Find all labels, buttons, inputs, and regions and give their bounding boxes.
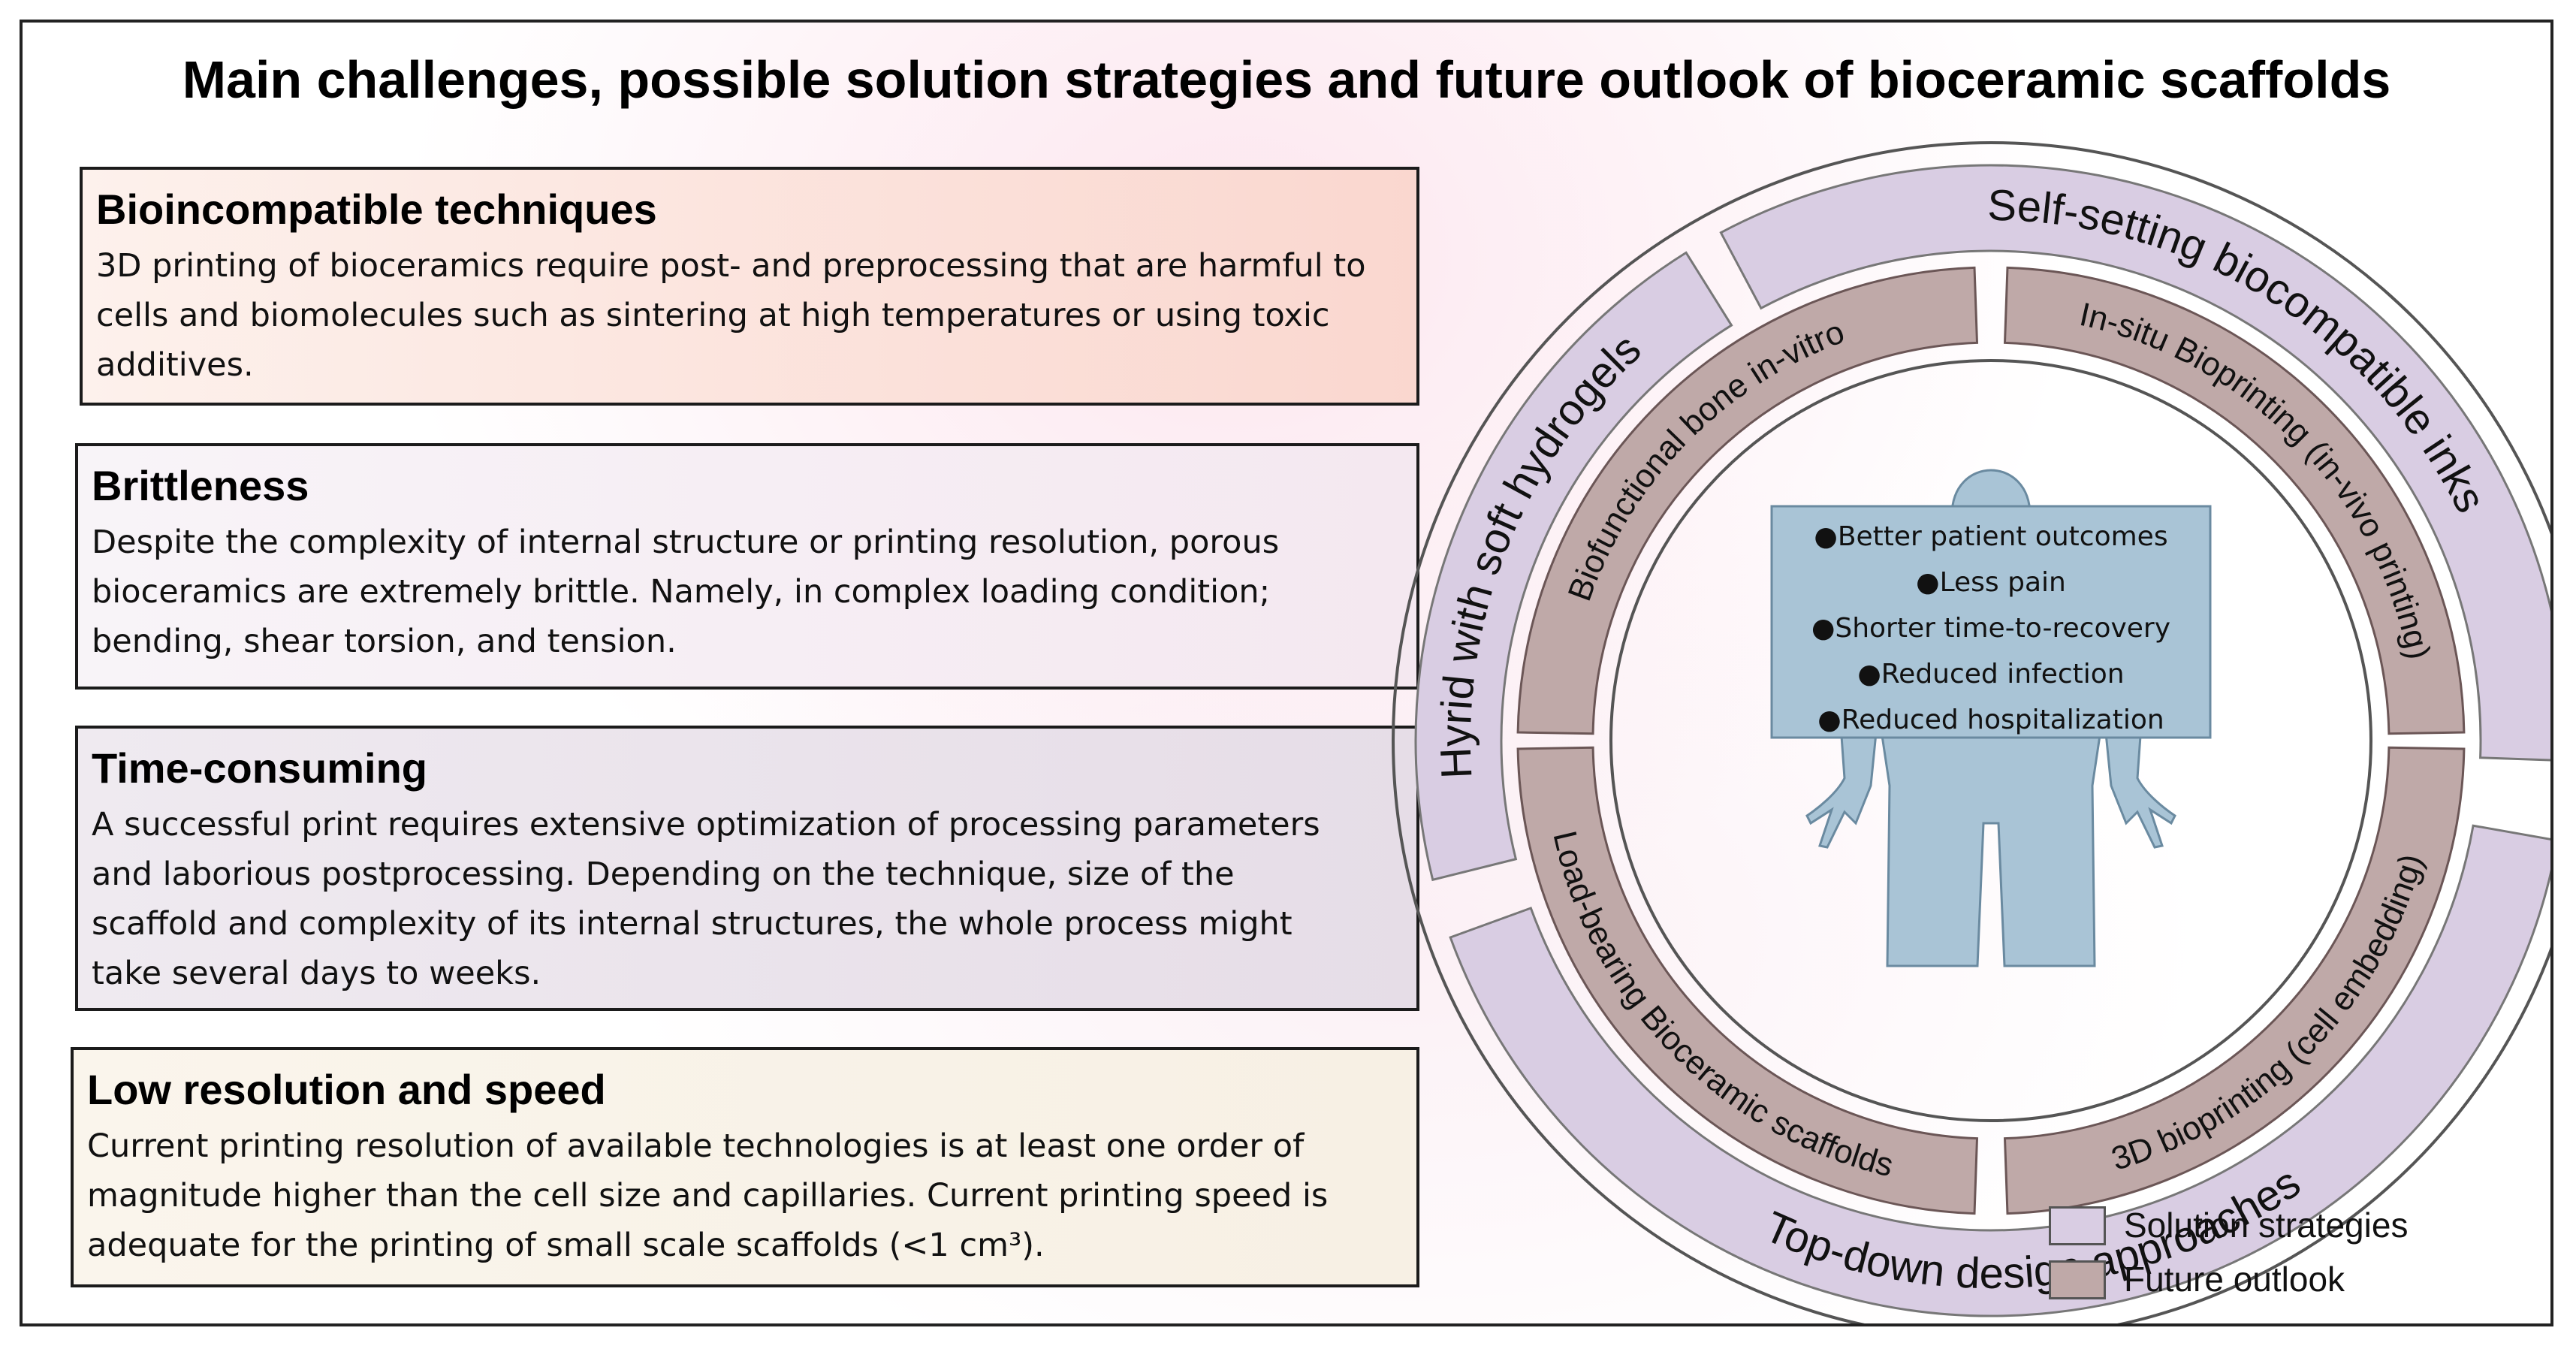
challenge-text-line: scaffold and complexity of its internal …: [92, 905, 1293, 943]
legend-swatch-solution: [2049, 1206, 2106, 1245]
challenge-text-line: adequate for the printing of small scale…: [87, 1227, 1045, 1264]
challenge-heading: Bioincompatible techniques: [96, 186, 657, 233]
solution-segment-1: [1449, 824, 2550, 1317]
challenge-text-line: Current printing resolution of available…: [87, 1127, 1305, 1165]
inner-ring-outline: [1609, 359, 2372, 1122]
challenge-text-line: magnitude higher than the cell size and …: [87, 1177, 1329, 1215]
outlook-segment-0: [1516, 266, 1979, 735]
challenge-box-time-consuming: Time-consuming A successful print requir…: [75, 726, 1419, 1011]
benefit-item: ●Less pain: [1916, 567, 2066, 598]
challenge-text-line: take several days to weeks.: [92, 955, 541, 992]
benefit-item: ●Reduced hospitalization: [1817, 705, 2164, 735]
main-title: Main challenges, possible solution strat…: [182, 50, 2391, 109]
outlook-segment-2: [2003, 746, 2466, 1215]
benefits-box: [1770, 505, 2212, 739]
challenge-heading: Low resolution and speed: [87, 1066, 606, 1113]
benefit-item: ●Better patient outcomes: [1814, 521, 2167, 552]
outlook-segment-1: [2003, 266, 2466, 735]
challenge-heading: Time-consuming: [92, 744, 428, 792]
challenge-text-line: bending, shear torsion, and tension.: [92, 623, 677, 660]
challenge-text-line: 3D printing of bioceramics require post-…: [96, 247, 1366, 285]
strategy-ring-diagram: Self-setting biocompatible inksTop-down …: [1392, 141, 2550, 1323]
legend-label-solution: Solution strategies: [2124, 1206, 2409, 1245]
challenge-heading: Brittleness: [92, 462, 309, 509]
challenge-text-line: bioceramics are extremely brittle. Namel…: [92, 573, 1271, 611]
solution-segment-2: [1414, 251, 1733, 882]
solution-segment-0: [1719, 164, 2550, 762]
challenge-text-line: cells and biomolecules such as sintering…: [96, 297, 1330, 334]
challenge-box-low-resolution: Low resolution and speed Current printin…: [71, 1047, 1419, 1287]
benefit-item: ●Reduced infection: [1857, 659, 2124, 690]
challenge-text-line: Despite the complexity of internal struc…: [92, 524, 1280, 561]
legend-swatch-outlook: [2049, 1260, 2106, 1299]
outer-ring-outline: [1392, 141, 2550, 1323]
challenge-box-bioincompatible: Bioincompatible techniques 3D printing o…: [80, 167, 1419, 406]
challenge-text-line: and laborious postprocessing. Depending …: [92, 856, 1235, 893]
figure-frame: Main challenges, possible solution strat…: [20, 20, 2553, 1326]
challenge-text-line: additives.: [96, 346, 254, 384]
challenge-text-line: A successful print requires extensive op…: [92, 806, 1320, 844]
outlook-segment-3: [1516, 746, 1979, 1215]
benefit-item: ●Shorter time-to-recovery: [1811, 613, 2170, 644]
legend-label-outlook: Future outlook: [2124, 1260, 2345, 1299]
